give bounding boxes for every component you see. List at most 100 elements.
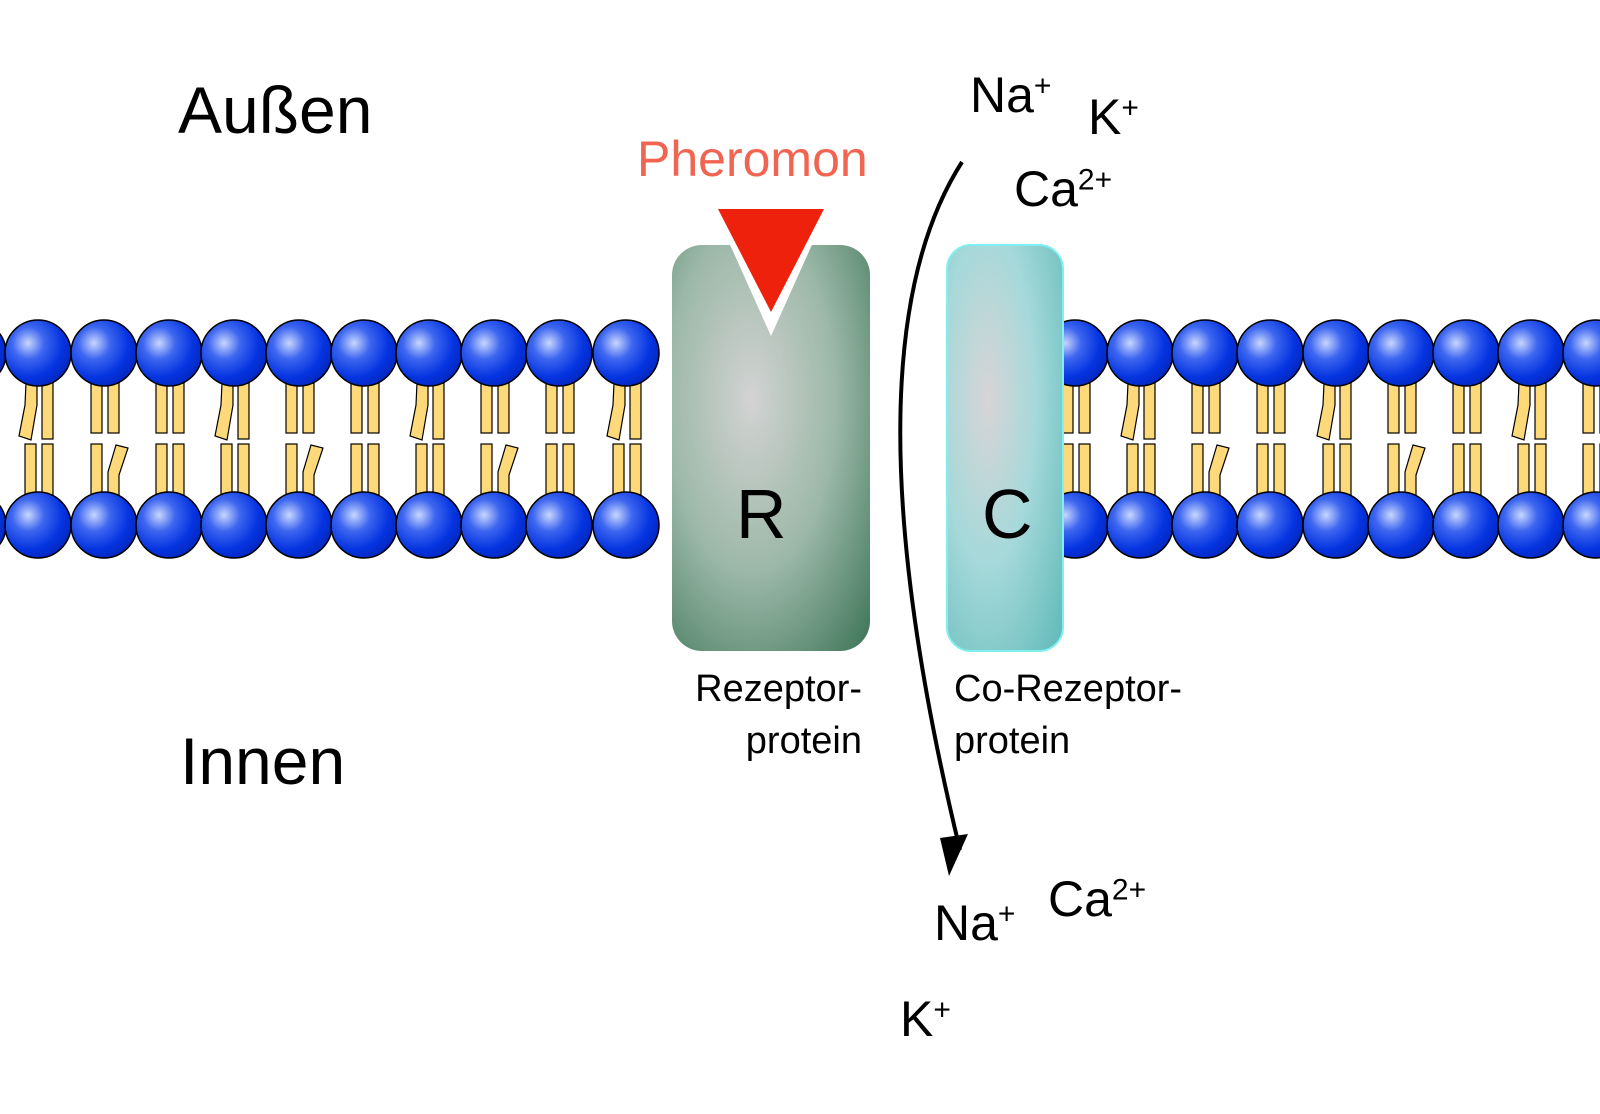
lipid-tail [562, 382, 575, 434]
lipid-head [460, 319, 528, 387]
lipid-tail [1078, 443, 1091, 497]
lipid-head [265, 319, 333, 387]
lipid-tail [1191, 443, 1204, 497]
lipid-tail [237, 443, 250, 497]
lipid-tail-kinked [1120, 382, 1140, 441]
lipid-head [1432, 491, 1500, 559]
ion-inside-ca: Ca2+ [1048, 870, 1146, 928]
lipid-head [1432, 319, 1500, 387]
lipid-tail [1256, 443, 1269, 497]
lipid-head [70, 319, 138, 387]
outside-label: Außen [178, 73, 373, 147]
lipid-tail [1339, 382, 1352, 440]
lipid-head [1562, 319, 1600, 387]
lipid-head [1367, 319, 1435, 387]
lipid-head [1562, 491, 1600, 559]
ion-outside-na: Na+ [970, 66, 1051, 124]
lipid-tail [629, 443, 642, 497]
lipid-tail [172, 382, 185, 434]
ion-charge: + [1033, 69, 1052, 103]
lipid-head [592, 491, 660, 559]
lipid-tail [1534, 382, 1547, 440]
lipid-tail-kinked [1316, 382, 1336, 441]
lipid-heads [0, 319, 1600, 559]
lipid-head [460, 491, 528, 559]
lipid-tail [1387, 382, 1400, 434]
lipid-tail [155, 382, 168, 434]
lipid-head [200, 491, 268, 559]
lipid-tail [1517, 443, 1530, 497]
lipid-head [525, 319, 593, 387]
lipid-tail [41, 382, 54, 440]
receptor-caption-line1: Rezeptor- [695, 668, 862, 710]
lipid-tail [1273, 382, 1286, 434]
lipid-tail [545, 382, 558, 434]
lipid-tail-kinked [107, 444, 129, 497]
lipid-tail [220, 443, 233, 497]
lipid-tail [1208, 382, 1221, 434]
lipid-tail [432, 443, 445, 497]
ion-charge: 2+ [1077, 163, 1113, 197]
lipid-tail-kinked [1511, 382, 1531, 441]
lipid-tail [172, 443, 185, 497]
lipid-head [395, 319, 463, 387]
lipid-tail-kinked [1208, 444, 1230, 497]
lipid-tail [285, 443, 298, 497]
lipid-head [1106, 319, 1174, 387]
lipid-tail [1143, 443, 1156, 497]
lipid-head [330, 491, 398, 559]
lipid-tail [612, 443, 625, 497]
receptor-caption: Rezeptor- protein [662, 663, 862, 767]
lipid-tail [1322, 443, 1335, 497]
lipid-head [4, 319, 72, 387]
ion-inside-na: Na+ [934, 894, 1015, 952]
ion-outside-k: K+ [1088, 88, 1139, 146]
lipid-head [135, 491, 203, 559]
ion-outside-ca: Ca2+ [1014, 160, 1112, 218]
lipid-tail [90, 382, 103, 434]
inside-label: Innen [180, 724, 346, 798]
lipid-head [200, 319, 268, 387]
lipid-head [525, 491, 593, 559]
lipid-tail [1534, 443, 1547, 497]
lipid-tail [350, 443, 363, 497]
lipid-head [135, 319, 203, 387]
pheromone-triangle [718, 209, 824, 312]
lipid-head [1302, 491, 1370, 559]
lipid-head [330, 319, 398, 387]
lipid-tail [302, 382, 315, 434]
ion-flow-arrow [898, 160, 964, 851]
lipid-tail [1339, 443, 1352, 497]
lipid-head [1171, 491, 1239, 559]
ion-inside-k: K+ [900, 990, 951, 1048]
lipid-tail [367, 443, 380, 497]
lipid-tail [1582, 382, 1595, 434]
ion-charge: + [997, 897, 1016, 931]
lipid-tail [350, 382, 363, 434]
lipid-tail-kinked [18, 382, 38, 441]
lipid-tail [1143, 382, 1156, 440]
lipid-tail [562, 443, 575, 497]
lipid-tail [90, 443, 103, 497]
lipid-tail [480, 443, 493, 497]
coreceptor-protein [946, 244, 1064, 652]
coreceptor-caption-line1: Co-Rezeptor- [954, 668, 1183, 710]
coreceptor-caption-line2: protein [954, 720, 1071, 762]
coreceptor-letter: C [982, 475, 1033, 553]
lipid-tail [237, 382, 250, 440]
lipid-tail [1469, 443, 1482, 497]
ion-symbol: Ca [1048, 871, 1112, 927]
lipid-tail [629, 382, 642, 440]
receptor-letter: R [736, 475, 787, 553]
lipid-tail-kinked [1404, 444, 1426, 497]
lipid-head [1236, 491, 1304, 559]
lipid-tail [1078, 382, 1091, 434]
ion-charge: 2+ [1111, 873, 1147, 907]
lipid-head [1106, 491, 1174, 559]
lipid-head [1497, 319, 1565, 387]
lipid-head [1497, 491, 1565, 559]
lipid-head [592, 319, 660, 387]
lipid-head [1236, 319, 1304, 387]
lipid-head [1171, 319, 1239, 387]
lipid-head [395, 491, 463, 559]
